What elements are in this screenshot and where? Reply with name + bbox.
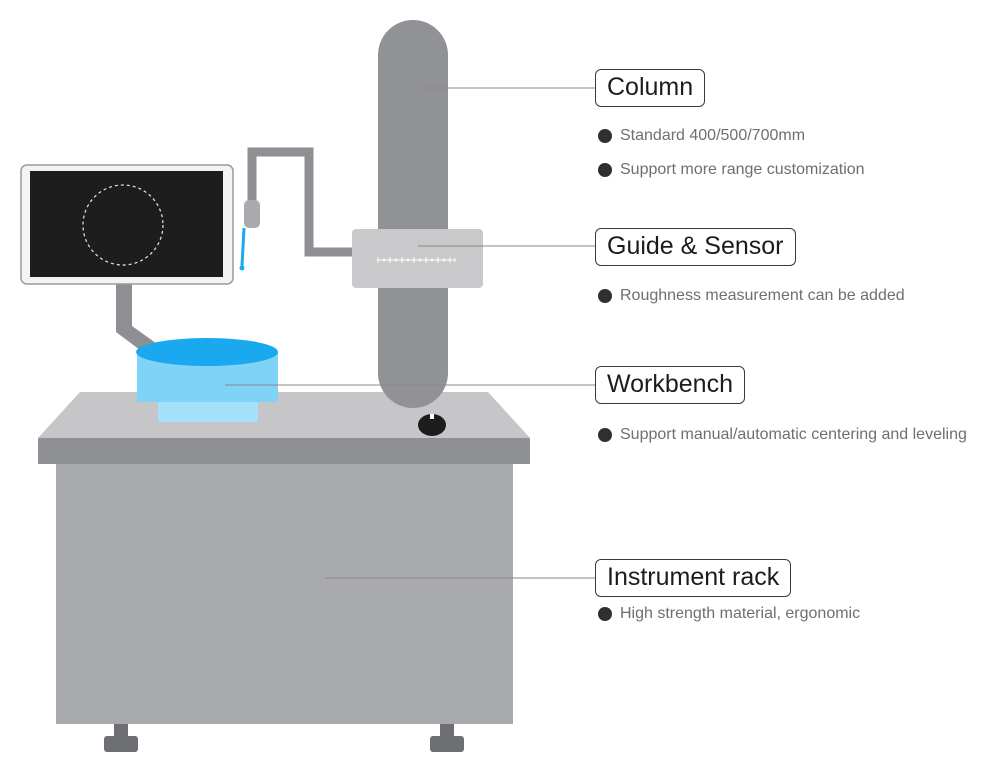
bullet-icon — [598, 289, 612, 303]
column-feature-1: Standard 400/500/700mm — [598, 121, 978, 151]
table-top-edge — [38, 438, 530, 464]
left-foot-base — [104, 736, 138, 752]
workbench-feature-1: Support manual/automatic centering and l… — [598, 420, 968, 450]
knob-mark — [430, 414, 434, 419]
instrument-rack-label: Instrument rack — [595, 559, 792, 597]
table-top — [38, 392, 530, 438]
workbench-top — [136, 338, 278, 366]
column-feature-2-text: Support more range customization — [620, 161, 865, 178]
guide-sensor-feature-1-text: Roughness measurement can be added — [620, 287, 905, 304]
probe-head — [244, 200, 260, 228]
monitor-arm — [116, 282, 160, 356]
column-feature-2: Support more range customization — [598, 155, 978, 185]
instrument-rack-feature-1: High strength material, ergonomic — [598, 599, 978, 629]
instrument-rack-body — [56, 462, 513, 724]
instrument-rack-feature-1-text: High strength material, ergonomic — [620, 605, 861, 622]
bullet-icon — [598, 607, 612, 621]
right-foot — [440, 724, 454, 738]
left-foot — [114, 724, 128, 738]
bullet-icon — [598, 163, 612, 177]
column-feature-1-text: Standard 400/500/700mm — [620, 127, 806, 144]
stylus — [240, 227, 246, 267]
column-shape — [378, 20, 448, 408]
workbench-label: Workbench — [595, 366, 745, 404]
monitor-screen — [30, 171, 223, 277]
probe-arm — [247, 147, 352, 257]
bullet-icon — [598, 428, 612, 442]
carriage-scale — [377, 257, 456, 263]
stylus-tip — [239, 265, 245, 271]
guide-sensor-carriage — [352, 229, 483, 288]
bullet-icon — [598, 129, 612, 143]
right-foot-base — [430, 736, 464, 752]
knob — [418, 414, 446, 436]
guide-sensor-feature-1: Roughness measurement can be added — [598, 281, 978, 311]
workbench-feature-1-text: Support manual/automatic centering and l… — [620, 426, 967, 443]
screen-circle — [82, 184, 164, 266]
column-label: Column — [595, 69, 706, 107]
guide-sensor-label: Guide & Sensor — [595, 228, 796, 266]
